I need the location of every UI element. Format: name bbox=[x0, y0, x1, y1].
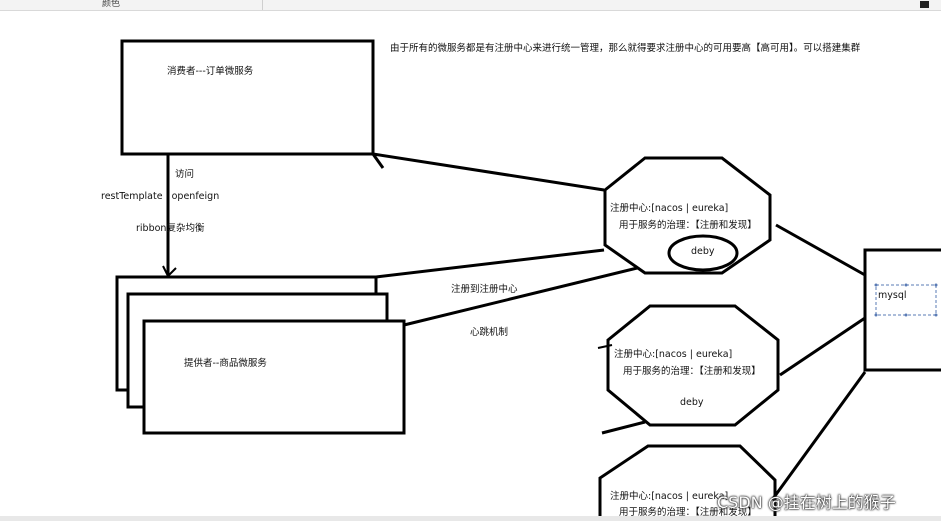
registry-3-title: 注册中心:[nacos | eureka] bbox=[610, 491, 729, 502]
registry-2-title: 注册中心:[nacos | eureka] bbox=[614, 349, 733, 360]
window-control-icon[interactable] bbox=[920, 1, 929, 8]
registry-1-purpose: 用于服务的治理：【注册和发现】 bbox=[619, 220, 757, 231]
toolbar-color-label: 颜色 bbox=[102, 0, 121, 9]
frame-handle-icon[interactable] bbox=[934, 313, 938, 317]
registry-2-purpose: 用于服务的治理：【注册和发现】 bbox=[623, 366, 761, 377]
registry-1-title: 注册中心:[nacos | eureka] bbox=[610, 203, 729, 214]
load-balance-label: ribbon复杂均衡 bbox=[136, 223, 205, 234]
register-label: 注册到注册中心 bbox=[451, 284, 518, 295]
frame-handle-icon[interactable] bbox=[904, 283, 908, 287]
frame-handle-icon[interactable] bbox=[874, 283, 878, 287]
heartbeat-line bbox=[403, 260, 663, 327]
heartbeat-label: 心跳机制 bbox=[470, 327, 509, 338]
provider-label: 提供者--商品微服务 bbox=[184, 358, 267, 369]
consumer-label: 消费者---订单微服务 bbox=[167, 66, 254, 77]
consumer-to-registry-line bbox=[372, 152, 605, 192]
registry3-to-mysql-line bbox=[770, 371, 867, 501]
frame-handle-icon[interactable] bbox=[874, 313, 878, 317]
registry-3-purpose: 用于服务的治理：【注册和发现】 bbox=[619, 507, 757, 518]
clients-label: restTemplate openfeign bbox=[101, 191, 220, 202]
csdn-watermark: CSDN @挂在树上的猴子 bbox=[717, 493, 896, 512]
registry-2-node: deby bbox=[680, 397, 704, 408]
bottom-scroll-strip bbox=[0, 516, 941, 521]
consumer-box[interactable] bbox=[120, 39, 375, 156]
access-label: 访问 bbox=[175, 169, 195, 180]
register-line bbox=[375, 248, 605, 279]
note-text: 由于所有的微服务都是有注册中心来进行统一管理，那么就得要求注册中心的可用要高【高… bbox=[390, 43, 861, 54]
toolbar-divider bbox=[262, 0, 263, 10]
registry-1-node: deby bbox=[691, 246, 715, 257]
stray-line-2 bbox=[601, 420, 646, 435]
registry-node-2[interactable] bbox=[606, 304, 780, 427]
deby-node-1[interactable] bbox=[667, 234, 739, 272]
consumer-arrow-tip-icon bbox=[371, 153, 385, 169]
mysql-label: mysql bbox=[878, 290, 907, 301]
provider-box-front[interactable] bbox=[142, 319, 406, 435]
registry2-to-mysql-line bbox=[779, 316, 866, 377]
registry1-to-mysql-line bbox=[775, 223, 866, 277]
frame-handle-icon[interactable] bbox=[904, 313, 908, 317]
registry-node-3[interactable] bbox=[598, 444, 777, 521]
frame-handle-icon[interactable] bbox=[934, 283, 938, 287]
mysql-box[interactable] bbox=[863, 248, 941, 372]
stray-line-1 bbox=[597, 344, 613, 349]
top-toolbar-strip: 颜色 bbox=[0, 0, 941, 11]
